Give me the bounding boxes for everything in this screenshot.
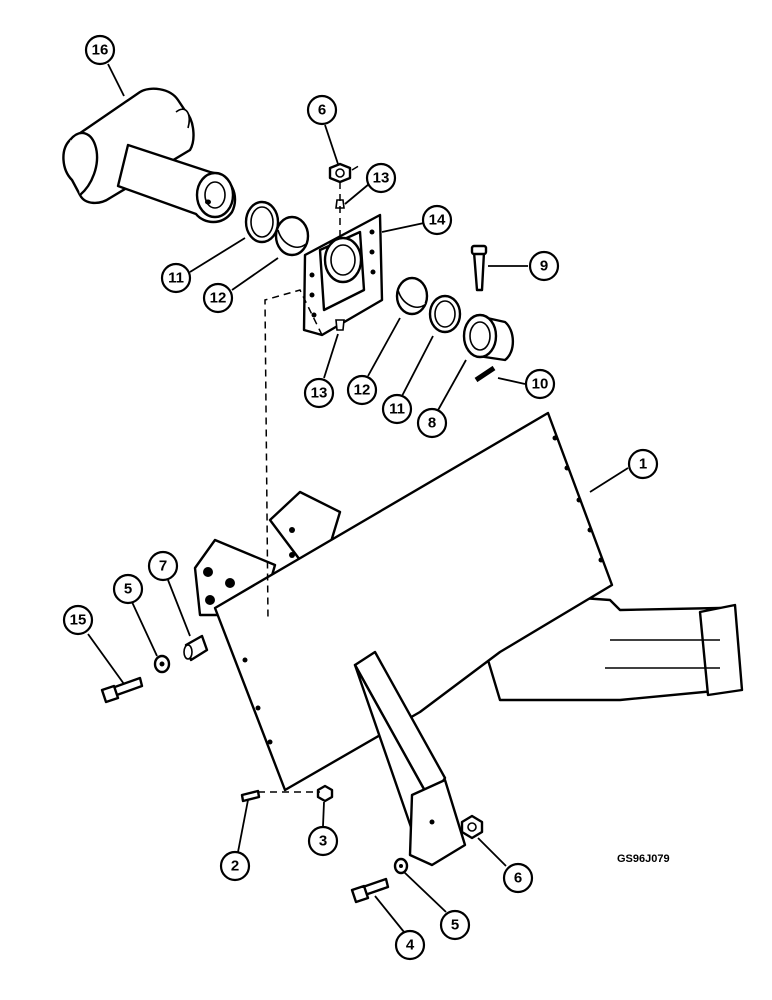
callout-number: 12 bbox=[354, 382, 371, 399]
callout-3: 3 bbox=[307, 825, 339, 857]
leader-13-bottom bbox=[323, 333, 339, 379]
part-10-pin bbox=[474, 365, 496, 383]
part-7-spacer bbox=[183, 634, 209, 662]
callout-number: 3 bbox=[319, 833, 327, 850]
part-3-nut bbox=[316, 784, 334, 803]
callout-number: 6 bbox=[514, 870, 522, 887]
part-9-bolt bbox=[470, 244, 488, 292]
part-1-frame bbox=[193, 411, 744, 867]
part-8-collar bbox=[462, 313, 515, 362]
part-16-pivot bbox=[62, 87, 237, 224]
callout-number: 7 bbox=[159, 558, 167, 575]
callout-16: 16 bbox=[84, 34, 116, 66]
leader-4 bbox=[374, 895, 405, 933]
callout-11-right: 11 bbox=[381, 393, 413, 425]
leader-10 bbox=[497, 377, 526, 385]
callout-5-left: 5 bbox=[112, 573, 144, 605]
leader-7 bbox=[167, 579, 191, 637]
part-4-bolt bbox=[350, 877, 390, 904]
callout-number: 4 bbox=[406, 937, 415, 954]
callout-number: 5 bbox=[124, 581, 132, 598]
callout-12-left: 12 bbox=[202, 282, 234, 314]
callout-number: 15 bbox=[70, 612, 87, 629]
leader-6-bottom bbox=[477, 837, 507, 867]
callout-2: 2 bbox=[219, 850, 251, 882]
callout-number: 14 bbox=[429, 212, 446, 229]
callout-6-top: 6 bbox=[306, 94, 338, 126]
part-15-bolt bbox=[100, 676, 144, 704]
callout-number: 11 bbox=[389, 401, 405, 418]
callout-6-bottom: 6 bbox=[502, 862, 534, 894]
callout-8: 8 bbox=[416, 407, 448, 439]
callout-number: 13 bbox=[373, 170, 390, 187]
part-2-screw bbox=[240, 789, 261, 803]
leader-14 bbox=[381, 222, 425, 233]
callout-number: 1 bbox=[639, 456, 647, 473]
callout-13-bottom: 13 bbox=[303, 377, 335, 409]
callout-number: 13 bbox=[311, 385, 328, 402]
callout-number: 16 bbox=[92, 42, 109, 59]
part-13-fitting-bottom bbox=[335, 319, 345, 331]
leader-13-top bbox=[344, 183, 370, 205]
leader-5-left bbox=[131, 601, 158, 657]
leader-5-bottom bbox=[403, 871, 447, 913]
callout-14: 14 bbox=[421, 204, 453, 236]
leader-12-right bbox=[367, 317, 401, 377]
callout-5-bottom: 5 bbox=[439, 909, 471, 941]
leader-11-left bbox=[189, 237, 246, 273]
callout-1: 1 bbox=[627, 448, 659, 480]
callout-number: 6 bbox=[318, 102, 326, 119]
callout-10: 10 bbox=[524, 368, 556, 400]
part-6-nut-bottom bbox=[460, 814, 484, 840]
leader-3 bbox=[322, 801, 325, 827]
part-14-bracket bbox=[302, 213, 384, 337]
leader-15 bbox=[87, 633, 125, 685]
callout-15: 15 bbox=[62, 604, 94, 636]
part-11-ring-left bbox=[244, 200, 280, 244]
callout-7: 7 bbox=[147, 550, 179, 582]
leader-6-top bbox=[324, 124, 339, 165]
part-13-fitting-top bbox=[335, 199, 345, 209]
assembly-line-bracket bbox=[264, 289, 323, 621]
callout-number: 12 bbox=[210, 290, 227, 307]
leader-16 bbox=[107, 63, 125, 97]
part-6-nut-top bbox=[328, 162, 352, 184]
callout-number: 9 bbox=[540, 258, 548, 275]
part-5-washer-bottom bbox=[393, 857, 409, 875]
drawing-reference: GS96J079 bbox=[617, 853, 670, 865]
leader-2 bbox=[237, 799, 249, 853]
callout-11-left: 11 bbox=[160, 262, 192, 294]
part-11-ring-right bbox=[428, 294, 462, 334]
leader-12-left bbox=[231, 257, 279, 291]
assembly-line-nut-top-2 bbox=[351, 163, 363, 171]
part-12-bushing-left bbox=[274, 215, 310, 257]
callout-number: 5 bbox=[451, 917, 459, 934]
callout-number: 11 bbox=[168, 270, 184, 287]
leader-8 bbox=[436, 359, 467, 413]
leader-1 bbox=[589, 467, 629, 493]
callout-number: 10 bbox=[532, 376, 549, 393]
callout-12-right: 12 bbox=[346, 374, 378, 406]
callout-number: 2 bbox=[231, 858, 239, 875]
callout-13-top: 13 bbox=[365, 162, 397, 194]
part-5-washer-left bbox=[153, 654, 171, 674]
callout-9: 9 bbox=[528, 250, 560, 282]
callout-number: 8 bbox=[428, 415, 436, 432]
callout-4: 4 bbox=[394, 929, 426, 961]
leader-11-right bbox=[401, 335, 434, 397]
part-12-bushing-right bbox=[395, 276, 429, 316]
